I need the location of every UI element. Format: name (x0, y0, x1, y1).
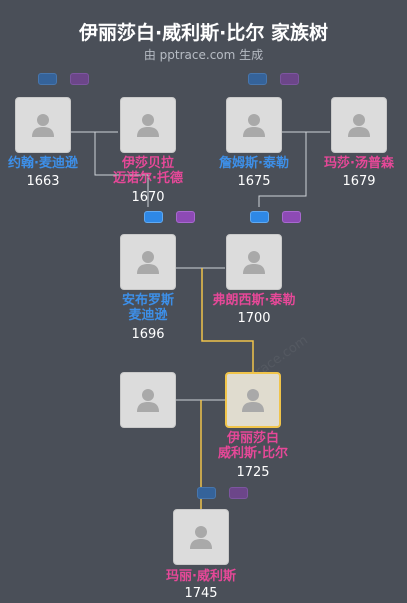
person-name: 安布罗斯麦迪逊 (88, 293, 208, 323)
person-name: 玛莎·汤普森 (299, 156, 407, 171)
expand-siblings-button[interactable] (176, 211, 195, 223)
person-silhouette-icon (348, 114, 370, 137)
person-name-line: 弗朗西斯·泰勒 (212, 293, 296, 308)
person-name-line: 伊莎贝拉 (121, 156, 174, 171)
birth-year: 1663 (26, 174, 60, 189)
expand-parents-button[interactable] (144, 211, 163, 223)
person-name-line: 詹姆斯·泰勒 (219, 156, 289, 171)
person-card-isabella-todd[interactable] (120, 97, 176, 153)
expand-parents-button[interactable] (38, 73, 57, 85)
person-name: 玛丽·威利斯 (141, 569, 261, 584)
person-silhouette-icon (137, 389, 159, 412)
expand-parents-button[interactable] (250, 211, 269, 223)
person-name-line: 伊丽莎白 (226, 431, 279, 446)
descent-line-frances (258, 132, 307, 207)
person-name-line: 约翰·麦迪逊 (8, 156, 78, 171)
person-card-elizabeth-beale[interactable] (225, 372, 281, 428)
person-name-line: 麦迪逊 (128, 308, 168, 323)
person-name: 约翰·麦迪逊 (0, 156, 103, 171)
person-name-line: 玛莎·汤普森 (324, 156, 394, 171)
person-silhouette-icon (243, 251, 265, 274)
person-card-ambrose-madison[interactable] (120, 234, 176, 290)
descent-line-elizabeth (201, 268, 254, 373)
person-name-line: 安布罗斯 (121, 293, 174, 308)
person-silhouette-icon (190, 526, 212, 549)
person-card-frances-taylor[interactable] (226, 234, 282, 290)
person-card-martha-thompson[interactable] (331, 97, 387, 153)
person-card-mary-willis[interactable] (173, 509, 229, 565)
expand-siblings-button[interactable] (70, 73, 89, 85)
person-name-line: 迈诺尔·托德 (113, 171, 183, 186)
birth-year: 1745 (184, 586, 218, 601)
person-card-james-taylor[interactable] (226, 97, 282, 153)
person-name: 伊丽莎白威利斯·比尔 (193, 431, 313, 461)
birth-year: 1675 (237, 174, 271, 189)
descent-line-ambrose (94, 132, 149, 207)
person-silhouette-icon (32, 114, 54, 137)
birth-year: 1700 (237, 311, 271, 326)
expand-parents-button[interactable] (248, 73, 267, 85)
birth-year: 1696 (131, 327, 165, 342)
person-name: 伊莎贝拉迈诺尔·托德 (88, 156, 208, 186)
person-name: 弗朗西斯·泰勒 (194, 293, 314, 308)
person-name-line: 威利斯·比尔 (218, 446, 288, 461)
person-silhouette-icon (137, 251, 159, 274)
person-silhouette-icon (137, 114, 159, 137)
expand-siblings-button[interactable] (280, 73, 299, 85)
person-silhouette-icon (242, 389, 264, 412)
person-card-unknown-spouse[interactable] (120, 372, 176, 428)
person-silhouette-icon (243, 114, 265, 137)
birth-year: 1679 (342, 174, 376, 189)
page-subtitle: 由 pptrace.com 生成 (143, 48, 264, 62)
expand-parents-button[interactable] (197, 487, 216, 499)
birth-year: 1670 (131, 190, 165, 205)
person-card-john-madison[interactable] (15, 97, 71, 153)
birth-year: 1725 (236, 465, 270, 480)
expand-siblings-button[interactable] (282, 211, 301, 223)
page-title: 伊丽莎白·威利斯·比尔 家族树 (78, 22, 329, 44)
person-name-line: 玛丽·威利斯 (166, 569, 236, 584)
expand-siblings-button[interactable] (229, 487, 248, 499)
person-name: 詹姆斯·泰勒 (194, 156, 314, 171)
